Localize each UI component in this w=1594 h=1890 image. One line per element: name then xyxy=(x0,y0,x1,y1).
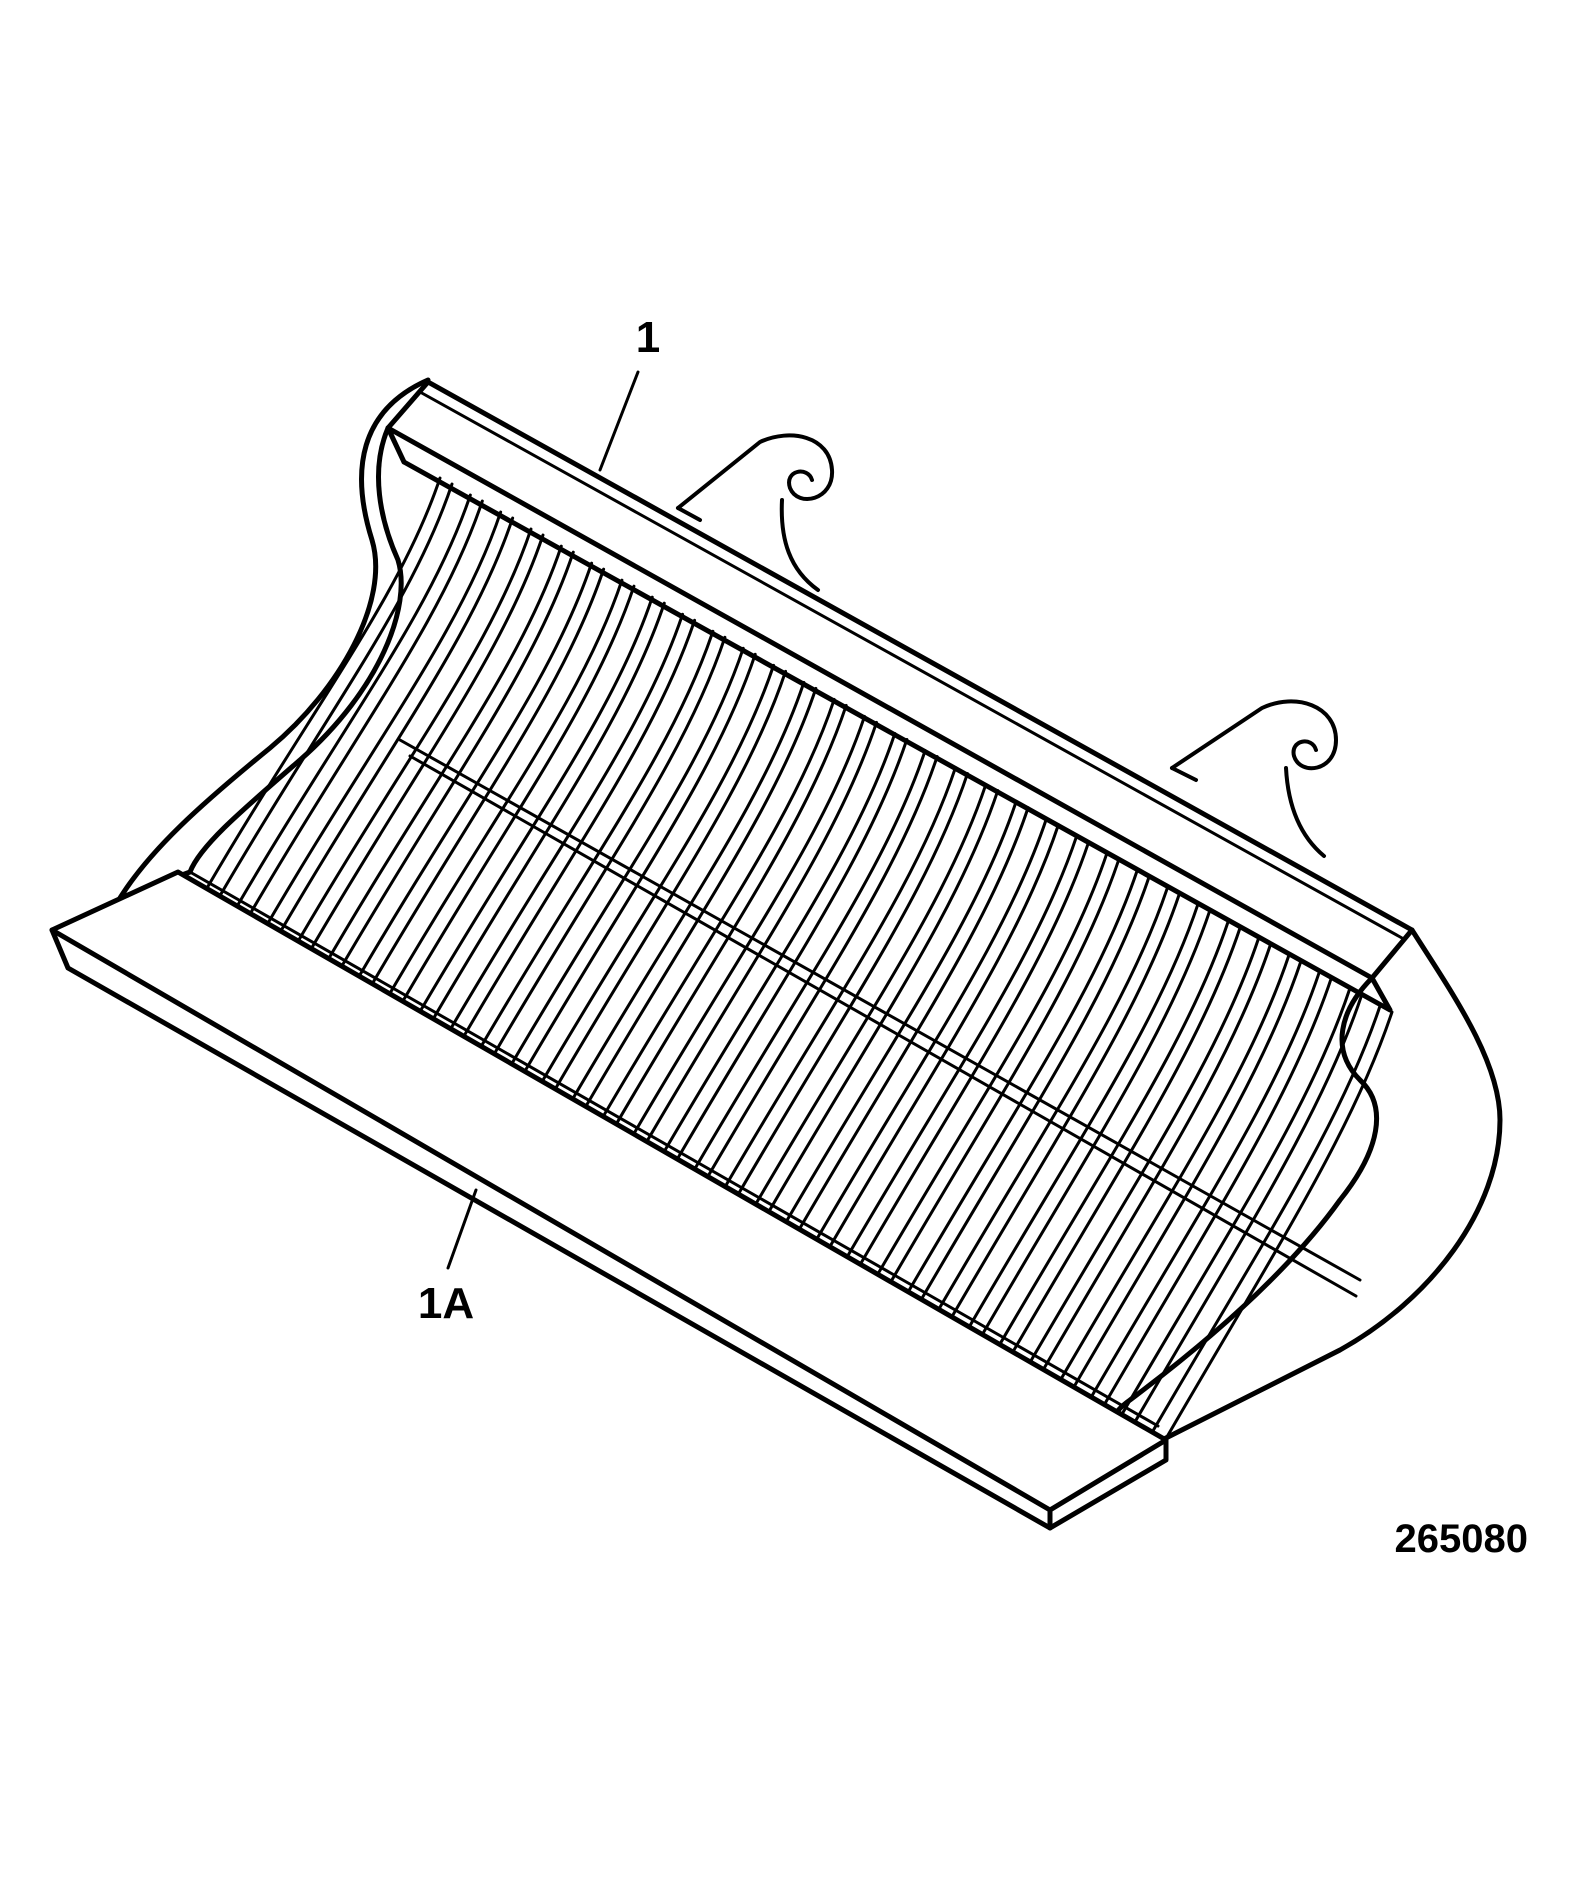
tine-bar-edge xyxy=(1070,959,1303,1392)
tine-bar xyxy=(535,663,776,1092)
tine-bar-edge xyxy=(733,772,969,1202)
tine-bar xyxy=(964,902,1200,1334)
tine-bar xyxy=(811,817,1048,1248)
tine-bar xyxy=(627,714,867,1144)
tine-bar-edge xyxy=(1101,976,1333,1409)
tine-bar xyxy=(1148,1004,1382,1438)
tine-bar xyxy=(688,749,927,1179)
tine-bar xyxy=(290,527,533,954)
leader-line-part-1a xyxy=(446,1188,478,1270)
tine-bar xyxy=(872,851,1109,1282)
tine-bar-edge xyxy=(978,908,1212,1340)
leader-line-part-1 xyxy=(598,370,640,472)
figure-number: 265080 xyxy=(1395,1517,1528,1561)
tine-bar xyxy=(995,919,1230,1352)
tine-bar-edge xyxy=(518,652,757,1081)
tine-bar xyxy=(413,595,654,1023)
tine-bar-edge xyxy=(549,669,788,1098)
tine-bar xyxy=(229,493,472,919)
mounting-bracket-right xyxy=(1170,699,1338,858)
tine-bars xyxy=(198,476,1394,1444)
tine-bar-edge xyxy=(825,823,1060,1254)
tine-bar-edge xyxy=(794,806,1030,1237)
tine-bar xyxy=(321,544,563,971)
tine-bar xyxy=(780,800,1018,1231)
tine-bar xyxy=(842,834,1079,1265)
tine-bar xyxy=(1087,970,1321,1403)
tine-bar xyxy=(903,868,1139,1300)
tine-bar-edge xyxy=(243,499,484,925)
tine-bar xyxy=(259,510,503,937)
tine-bar xyxy=(504,646,745,1075)
tine-bar xyxy=(658,731,897,1161)
tine-bar-edge xyxy=(1162,1010,1394,1444)
tine-bar xyxy=(443,612,685,1040)
tine-bar-edge xyxy=(304,533,545,960)
tine-bar-edge xyxy=(641,720,879,1150)
tine-bar xyxy=(198,476,442,902)
tine-bar xyxy=(933,885,1170,1317)
tine-bar xyxy=(719,766,957,1196)
tine-bar xyxy=(382,578,624,1006)
tine-bar-edge xyxy=(365,567,606,994)
tine-bar-edge xyxy=(273,516,515,943)
tine-bar-edge xyxy=(396,584,636,1012)
tine-bar-edge xyxy=(1009,925,1242,1358)
top-rear-beam xyxy=(385,379,1415,1013)
tine-bar-edge xyxy=(580,686,818,1115)
tine-bar-edge xyxy=(212,482,454,908)
tine-bar-edge xyxy=(610,703,848,1133)
tine-bar xyxy=(1117,987,1352,1421)
tine-bar xyxy=(351,561,594,988)
callout-label-part-1: 1 xyxy=(636,313,660,362)
tine-bar-edge xyxy=(1131,993,1364,1427)
side-plate-right xyxy=(1097,927,1503,1453)
tine-bar-edge xyxy=(947,891,1182,1323)
tine-bar-edge xyxy=(672,737,909,1167)
tine-bar xyxy=(596,697,836,1127)
tine-bar-edge xyxy=(917,874,1151,1306)
callout-label-part-1a: 1A xyxy=(418,1279,474,1328)
tine-bar-edge xyxy=(427,601,666,1029)
tine-bar-edge xyxy=(764,789,1000,1219)
tine-bar-edge xyxy=(457,618,697,1046)
tine-bar-edge xyxy=(702,755,939,1185)
tine-bar-edge xyxy=(886,857,1121,1288)
cross-rail xyxy=(398,738,1362,1298)
tine-bar xyxy=(1025,936,1261,1369)
side-plate-left xyxy=(117,377,431,901)
tine-bar xyxy=(1056,953,1291,1386)
mounting-bracket-left xyxy=(676,433,835,592)
tine-bar xyxy=(566,680,806,1109)
tine-bar-edge xyxy=(856,840,1091,1271)
tine-bar xyxy=(750,783,988,1213)
front-cutting-edge xyxy=(49,869,1169,1531)
tine-bar-edge xyxy=(335,550,575,977)
tine-bar-edge xyxy=(488,635,727,1064)
tine-bar-edge xyxy=(1039,942,1273,1375)
tine-bar xyxy=(474,629,715,1058)
